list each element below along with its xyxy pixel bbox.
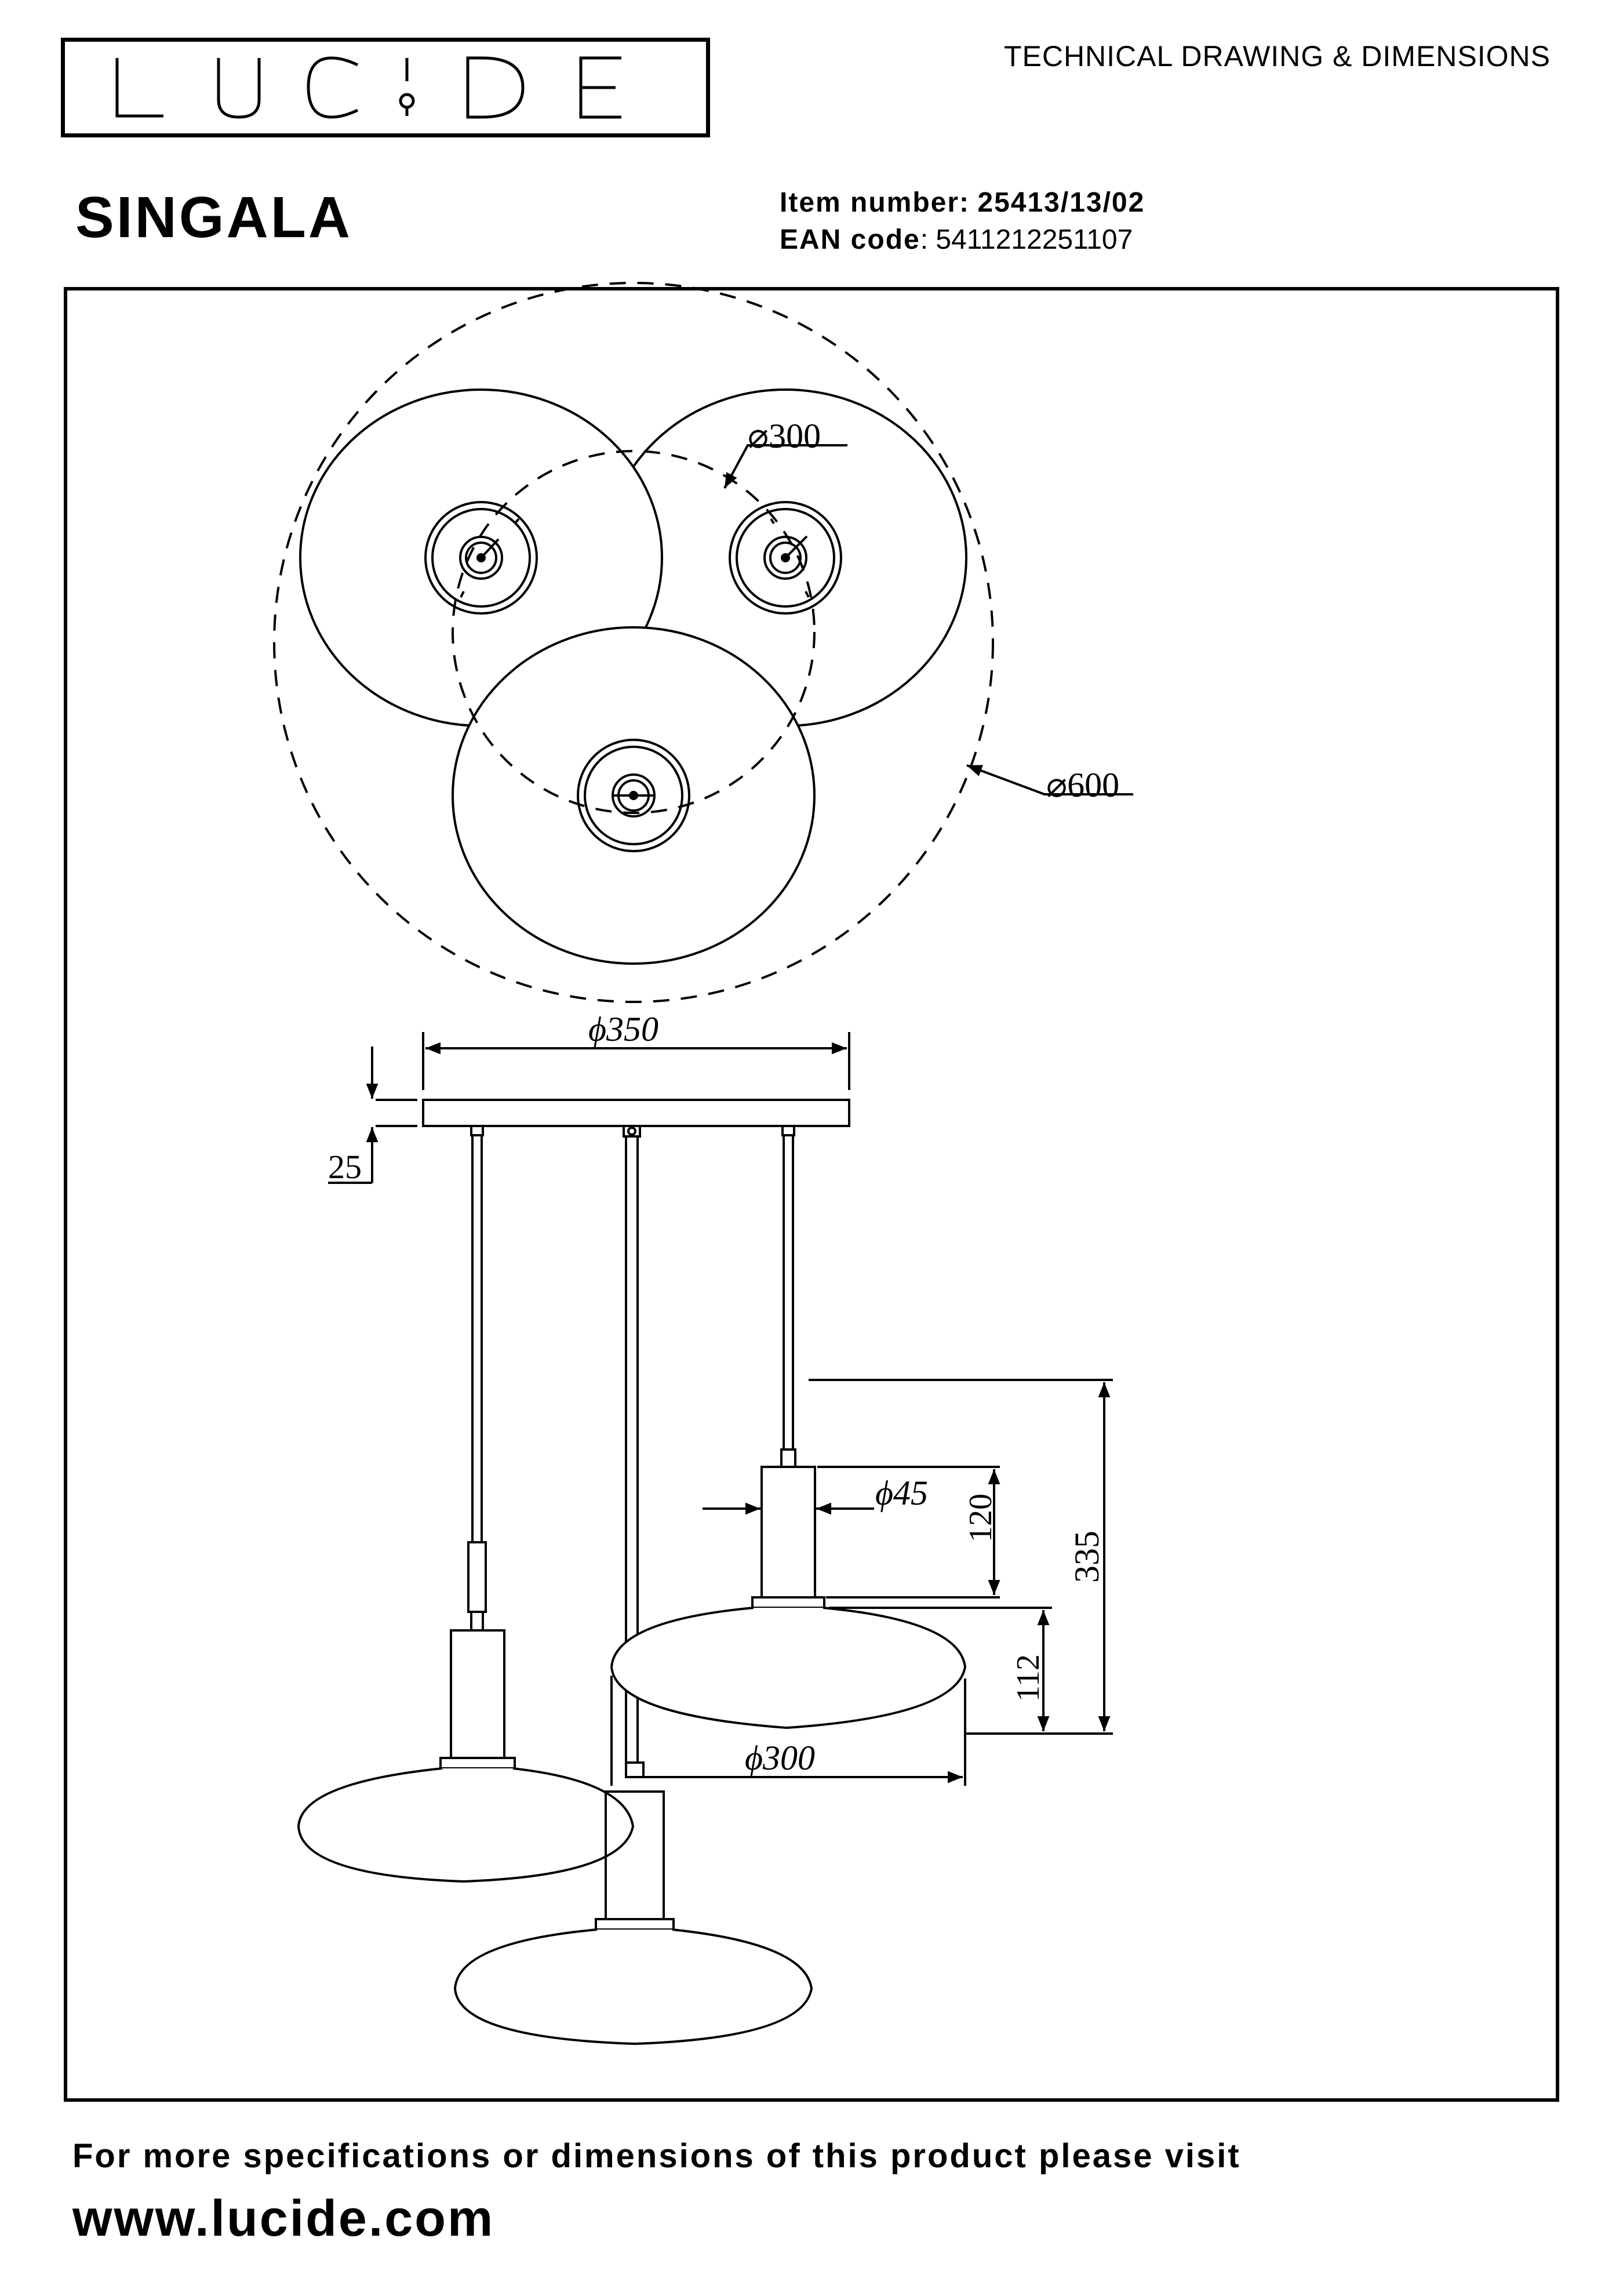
top-view [273,282,1133,1003]
overall-diameter-circle [273,282,994,1003]
footer-website-link[interactable]: www.lucide.com [72,2189,495,2247]
logo-lettering [115,56,621,119]
footer-info-text: For more specifications or dimensions of… [72,2137,1241,2175]
item-number-row: Item number: 25413/13/02 [780,184,1145,221]
ean-code-row: EAN code: 5411212251107 [780,221,1145,259]
dim-shade-height: 112 [1010,1654,1046,1702]
ean-code-label: EAN code [780,224,920,255]
cable-left [471,1135,483,1542]
pendant-middle [453,1761,813,2046]
document-type-label: TECHNICAL DRAWING & DIMENSIONS [1003,40,1551,72]
dim-holder-diameter: ϕ45 [875,1474,928,1512]
leader-overall-diameter [966,764,1133,795]
dim-shade-diameter-side: ϕ300 [745,1739,815,1777]
dim-canopy-diameter: ϕ350 [588,1010,658,1048]
drawing-frame [64,287,1559,2102]
pendant-left [297,1541,635,1883]
pendant-right [610,1448,967,1730]
dim-shade-diameter-top: ⌀300 [748,417,821,455]
item-number-value: 25413/13/02 [977,187,1145,218]
dim-holder-height: 120 [963,1494,999,1542]
ean-code-value: : 5411212251107 [920,224,1133,255]
item-number-label: Item number: [780,187,970,218]
canopy-outline-circle [452,450,816,814]
shade-disc-bottom [452,626,816,965]
dim-overall-diameter: ⌀600 [1046,766,1119,804]
brand-logo [61,38,710,137]
dim-total-height: 335 [1068,1531,1106,1583]
dim-canopy-height: 25 [328,1148,362,1186]
product-name: SINGALA [75,185,352,250]
leader-shade-diameter [723,444,847,489]
cable-right [783,1135,794,1449]
product-identifiers: Item number: 25413/13/02 EAN code: 54112… [780,184,1145,259]
cable-fixing-points [470,1125,795,1138]
canopy [422,1099,850,1127]
side-view [297,1032,1113,2046]
